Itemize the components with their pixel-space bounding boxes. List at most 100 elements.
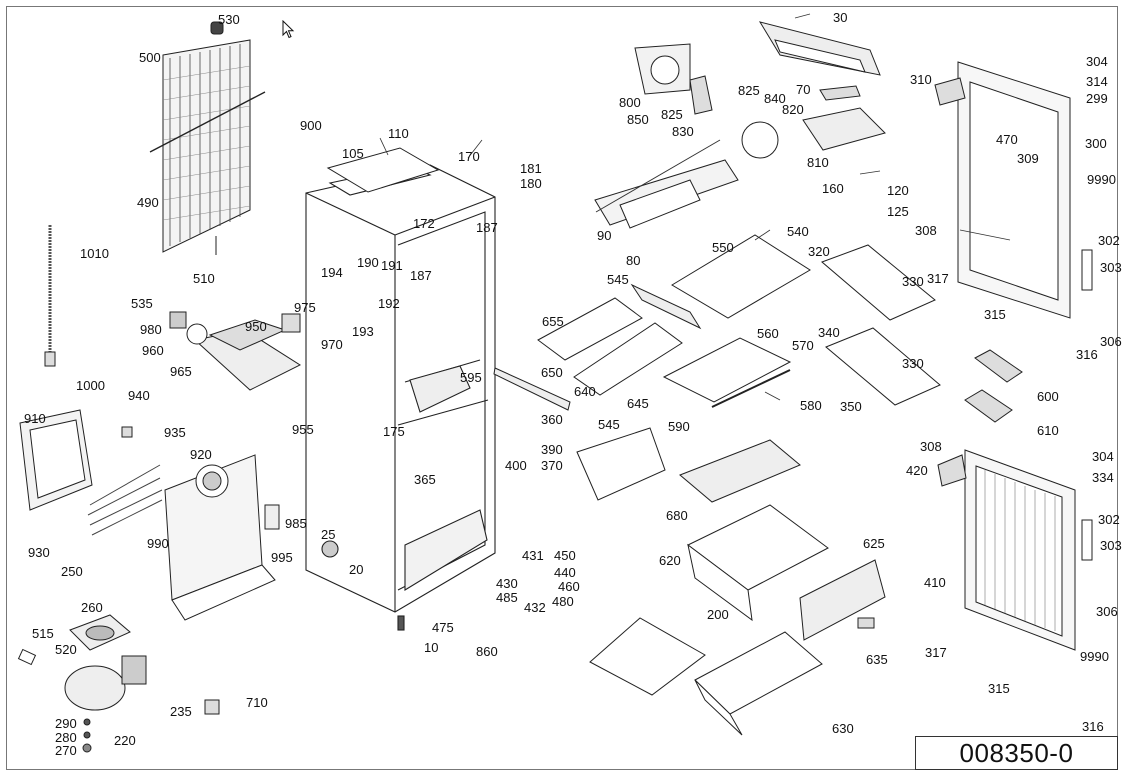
part-number-label: 365 bbox=[414, 472, 436, 487]
part-number-label: 334 bbox=[1092, 470, 1114, 485]
part-number-label: 304 bbox=[1086, 54, 1108, 69]
part-number-label: 9990 bbox=[1087, 172, 1116, 187]
part-number-label: 980 bbox=[140, 322, 162, 337]
part-number-label: 431 bbox=[522, 548, 544, 563]
part-number-label: 515 bbox=[32, 626, 54, 641]
part-number-label: 316 bbox=[1076, 347, 1098, 362]
part-number-label: 90 bbox=[597, 228, 612, 243]
part-number-label: 610 bbox=[1037, 423, 1059, 438]
part-number-label: 306 bbox=[1100, 334, 1122, 349]
part-number-label: 360 bbox=[541, 412, 563, 427]
part-number-label: 125 bbox=[887, 204, 909, 219]
part-number-label: 390 bbox=[541, 442, 563, 457]
drawing-code: 008350-0 bbox=[959, 737, 1074, 768]
part-number-label: 314 bbox=[1086, 74, 1108, 89]
part-number-label: 304 bbox=[1092, 449, 1114, 464]
part-number-label: 940 bbox=[128, 388, 150, 403]
part-number-label: 370 bbox=[541, 458, 563, 473]
part-number-label: 400 bbox=[505, 458, 527, 473]
cabinet-body bbox=[305, 164, 496, 631]
part-number-label: 194 bbox=[321, 265, 343, 280]
part-number-label: 270 bbox=[55, 743, 77, 758]
part-number-label: 975 bbox=[294, 300, 316, 315]
part-number-label: 990 bbox=[147, 536, 169, 551]
part-number-label: 30 bbox=[833, 10, 848, 25]
part-number-label: 595 bbox=[460, 370, 482, 385]
part-number-label: 545 bbox=[598, 417, 620, 432]
part-number-label: 410 bbox=[924, 575, 946, 590]
part-number-label: 810 bbox=[807, 155, 829, 170]
part-number-label: 260 bbox=[81, 600, 103, 615]
part-number-label: 900 bbox=[300, 118, 322, 133]
part-number-label: 710 bbox=[246, 695, 268, 710]
part-number-label: 490 bbox=[137, 195, 159, 210]
part-number-label: 535 bbox=[131, 296, 153, 311]
part-number-label: 290 bbox=[55, 716, 77, 731]
part-number-label: 316 bbox=[1082, 719, 1104, 734]
part-number-label: 160 bbox=[822, 181, 844, 196]
part-number-label: 350 bbox=[840, 399, 862, 414]
part-number-label: 485 bbox=[496, 590, 518, 605]
part-number-label: 840 bbox=[764, 91, 786, 106]
part-number-label: 930 bbox=[28, 545, 50, 560]
part-number-label: 181 bbox=[520, 161, 542, 176]
part-number-label: 200 bbox=[707, 607, 729, 622]
part-number-label: 590 bbox=[668, 419, 690, 434]
part-number-label: 191 bbox=[381, 258, 403, 273]
part-number-label: 250 bbox=[61, 564, 83, 579]
part-number-label: 640 bbox=[574, 384, 596, 399]
part-number-label: 299 bbox=[1086, 91, 1108, 106]
leader-lines bbox=[379, 13, 1011, 401]
part-number-label: 910 bbox=[24, 411, 46, 426]
part-number-label: 105 bbox=[342, 146, 364, 161]
part-number-label: 25 bbox=[321, 527, 336, 542]
part-number-label: 540 bbox=[787, 224, 809, 239]
part-number-label: 317 bbox=[927, 271, 949, 286]
part-number-label: 420 bbox=[906, 463, 928, 478]
part-number-label: 825 bbox=[661, 107, 683, 122]
part-number-label: 655 bbox=[542, 314, 564, 329]
part-number-label: 995 bbox=[271, 550, 293, 565]
part-number-label: 965 bbox=[170, 364, 192, 379]
part-number-label: 630 bbox=[832, 721, 854, 736]
part-number-label: 470 bbox=[996, 132, 1018, 147]
part-number-label: 302 bbox=[1098, 512, 1120, 527]
part-number-label: 500 bbox=[139, 50, 161, 65]
part-number-label: 920 bbox=[190, 447, 212, 462]
part-number-label: 800 bbox=[619, 95, 641, 110]
part-number-label: 302 bbox=[1098, 233, 1120, 248]
part-number-label: 650 bbox=[541, 365, 563, 380]
part-number-label: 820 bbox=[782, 102, 804, 117]
part-number-label: 315 bbox=[988, 681, 1010, 696]
part-number-label: 645 bbox=[627, 396, 649, 411]
part-number-label: 235 bbox=[170, 704, 192, 719]
part-number-label: 860 bbox=[476, 644, 498, 659]
part-number-label: 306 bbox=[1096, 604, 1118, 619]
part-number-label: 520 bbox=[55, 642, 77, 657]
part-number-label: 475 bbox=[432, 620, 454, 635]
part-number-label: 850 bbox=[627, 112, 649, 127]
part-number-label: 309 bbox=[1017, 151, 1039, 166]
part-number-label: 530 bbox=[218, 12, 240, 27]
part-number-label: 180 bbox=[520, 176, 542, 191]
part-number-label: 985 bbox=[285, 516, 307, 531]
part-number-label: 308 bbox=[915, 223, 937, 238]
drawing-code-box: 008350-0 bbox=[915, 736, 1118, 770]
part-number-label: 187 bbox=[410, 268, 432, 283]
part-number-label: 120 bbox=[887, 183, 909, 198]
part-number-label: 635 bbox=[866, 652, 888, 667]
part-number-label: 440 bbox=[554, 565, 576, 580]
part-number-label: 175 bbox=[383, 424, 405, 439]
part-number-label: 303 bbox=[1100, 538, 1122, 553]
part-number-label: 20 bbox=[349, 562, 364, 577]
part-number-label: 1000 bbox=[76, 378, 105, 393]
part-number-label: 280 bbox=[55, 730, 77, 745]
part-number-label: 600 bbox=[1037, 389, 1059, 404]
part-number-label: 545 bbox=[607, 272, 629, 287]
part-number-label: 70 bbox=[796, 82, 811, 97]
part-number-label: 460 bbox=[558, 579, 580, 594]
part-number-label: 340 bbox=[818, 325, 840, 340]
part-number-label: 9990 bbox=[1080, 649, 1109, 664]
part-number-label: 550 bbox=[712, 240, 734, 255]
